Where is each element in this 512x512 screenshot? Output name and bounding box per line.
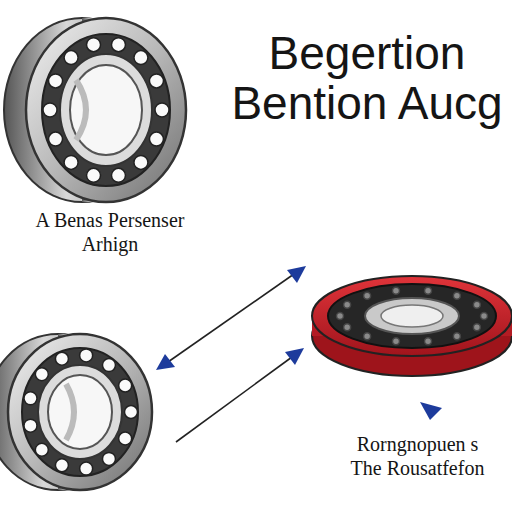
arrow-line	[176, 357, 292, 442]
outer-ring	[8, 334, 152, 490]
seal-hole	[481, 313, 488, 320]
arrow-head	[156, 354, 175, 370]
title: Begertion Bention Aucg	[222, 28, 512, 128]
seal-hole	[473, 301, 480, 308]
seal-hole-set	[337, 287, 488, 345]
seal-hole	[337, 313, 344, 320]
outer-ring	[312, 276, 512, 356]
ball-set	[24, 349, 138, 475]
ball	[49, 132, 63, 146]
ball-bearing	[4, 18, 186, 202]
ball	[102, 452, 115, 465]
ball-track	[42, 34, 170, 186]
ball	[149, 74, 163, 88]
seal-hole	[453, 333, 460, 340]
ball	[43, 103, 57, 117]
arrow	[156, 266, 306, 370]
seal-hole	[344, 301, 351, 308]
seal	[328, 284, 496, 348]
seal-hole	[473, 324, 480, 331]
ball-track	[22, 348, 138, 476]
ball	[149, 132, 163, 146]
arrow-head	[285, 348, 304, 365]
seal-hole	[364, 292, 371, 299]
seal-hole	[453, 292, 460, 299]
ball	[125, 406, 138, 419]
ball	[134, 155, 148, 169]
bore-shade	[76, 80, 86, 140]
ball	[64, 51, 78, 65]
ball	[134, 51, 148, 65]
arrow-line	[168, 274, 294, 362]
seal-hole	[425, 338, 432, 345]
ball	[87, 168, 101, 182]
ball	[102, 359, 115, 372]
inner-ring	[365, 298, 459, 334]
seal-hole	[364, 333, 371, 340]
arrow-head	[287, 266, 306, 283]
bore	[48, 375, 112, 449]
ball	[119, 432, 132, 445]
bore	[381, 305, 443, 327]
ball	[111, 168, 125, 182]
bore	[70, 65, 142, 155]
inner-ring	[60, 54, 152, 166]
ball	[49, 74, 63, 88]
ball	[35, 443, 48, 456]
inner-ring	[38, 365, 122, 459]
ball	[87, 38, 101, 52]
ball	[155, 103, 169, 117]
ball	[24, 419, 37, 432]
ball-bearing	[0, 334, 152, 490]
ball	[55, 352, 68, 365]
outer-ring	[26, 18, 186, 202]
ball-set	[43, 38, 169, 183]
ball	[111, 38, 125, 52]
seal-hole	[344, 324, 351, 331]
callout-text: Rorngnopuen s The Rousatfefon	[340, 432, 495, 480]
seal-hole	[392, 287, 399, 294]
pointer-head	[420, 402, 442, 420]
ball	[35, 368, 48, 381]
bore-shade	[66, 384, 74, 440]
ball	[24, 392, 37, 405]
sealed-bearing	[312, 276, 512, 376]
arrow	[176, 348, 304, 442]
part-caption: A Benas Persenser Arhign	[20, 208, 200, 256]
ball	[80, 349, 93, 362]
ball	[80, 462, 93, 475]
seal-hole	[392, 338, 399, 345]
ball	[64, 155, 78, 169]
seal-hole	[425, 287, 432, 294]
ball	[119, 379, 132, 392]
ball	[55, 459, 68, 472]
